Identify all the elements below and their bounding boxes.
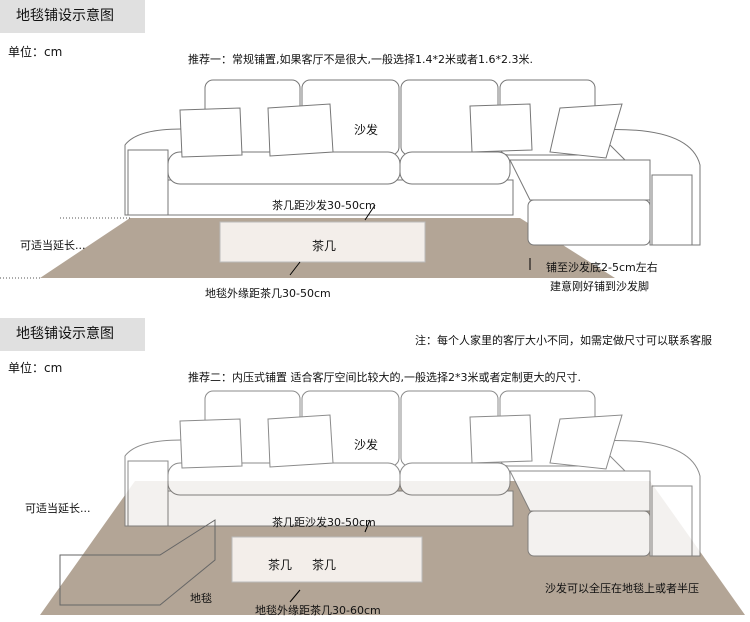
panel1-recommendation: 推荐一：常规铺置,如果客厅不是很大,一般选择1.4*2米或者1.6*2.3米. [188,53,533,66]
panel1-suggest: 建意刚好铺到沙发脚 [550,280,649,293]
panel1-table-label: 茶几 [312,239,337,253]
panel2-note: 注：每个人家里的客厅大小不同，如需定做尺寸可以联系客服 [415,334,712,347]
panel1-header: 地毯铺设示意图 [0,0,145,33]
panel2-table-distance: 茶几距沙发30-50cm [272,516,376,529]
coffee-table-1 [219,221,426,263]
panel1-edge-distance: 地毯外缘距茶几30-50cm [205,287,331,300]
panel1-under-sofa: 铺至沙发底2-5cm左右 [546,261,658,274]
panel1-extend: 可适当延长... [20,239,86,252]
panel2-carpet-label: 地毯 [190,592,212,605]
panel2-extend: 可适当延长... [25,502,91,515]
panel2-table-label-2: 茶几 [312,558,337,572]
panel2-header: 地毯铺设示意图 [0,318,145,351]
panel2-sofa-label: 沙发 [354,438,379,452]
panel2-unit: 单位：cm [8,361,63,375]
panel2-table-label: 茶几 [268,558,293,572]
panel1-unit: 单位：cm [8,45,63,59]
panel1-table-distance: 茶几距沙发30-50cm [272,199,376,212]
side-table [59,519,216,606]
panel1-sofa-label: 沙发 [354,123,379,137]
panel2-press: 沙发可以全压在地毯上或者半压 [545,582,699,595]
coffee-table-2 [231,536,423,583]
panel2-edge-distance: 地毯外缘距茶几30-60cm [255,604,381,617]
panel2-recommendation: 推荐二：内压式铺置 适合客厅空间比较大的,一般选择2*3米或者定制更大的尺寸. [188,371,581,384]
